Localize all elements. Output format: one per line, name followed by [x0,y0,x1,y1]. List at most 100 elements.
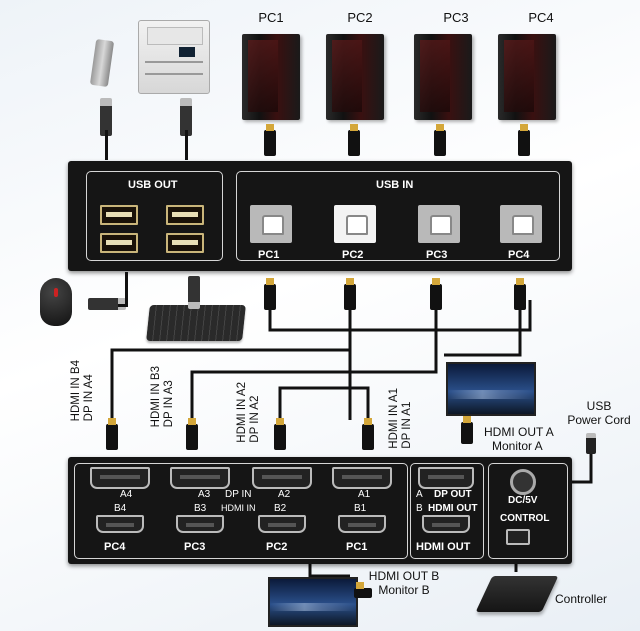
dp-out-label: DP OUT [434,489,472,500]
hdmi-plug-icon [348,124,360,156]
pc2-tower-icon [326,34,384,120]
pc2-label: PC2 [347,10,373,25]
usb-cable [105,130,108,160]
cable-line [308,560,350,578]
port-label: B3 [194,503,207,514]
hdmi-plug-icon [518,124,530,156]
pc1-label: PC1 [258,10,284,25]
usb-cable [185,130,188,160]
power-label: DC/5V [508,495,538,506]
hdmi-in-label: HDMI IN [221,503,256,513]
hdmi-plug-icon [264,124,276,156]
port-label: A2 [278,489,291,500]
usb-out-title: USB OUT [128,179,178,191]
usb-in-port-label: PC4 [508,249,530,261]
hdmi-in-b2-port [258,515,306,533]
power-control-section [488,463,568,559]
usb-cable [118,304,128,307]
hdmi-plug-icon [434,124,446,156]
pc4-port-group-label: PC4 [104,541,126,553]
dp-in-a3-port [170,467,230,489]
power-jack-icon [510,469,536,495]
usb-in-port-label: PC1 [258,249,280,261]
usb-in-section [236,171,560,261]
cable-line [190,300,438,420]
out-b-label: B [416,503,423,514]
hdmi-out-a-label: HDMI OUT A Monitor A [484,425,554,453]
hdmi-plug-icon [514,278,526,310]
hdmi-out-section-label: HDMI OUT [416,541,471,553]
dp-in-a2-port [252,467,312,489]
hdmi-plug-icon [430,278,442,310]
dp-in-a4-port [90,467,150,489]
usb-b-port [334,205,376,243]
pc1-port-group-label: PC1 [346,541,368,553]
hdmi-plug-icon [362,418,374,450]
cable-line [444,300,522,357]
printer-icon [138,20,210,94]
hdmi-out-port-label: HDMI OUT [428,503,478,514]
control-label: CONTROL [500,513,550,524]
hdmi-plug-icon [461,416,473,444]
usb-a-port [100,205,138,225]
usb-switch-panel: USB OUT USB IN PC1 PC2 PC3 PC4 [68,161,572,271]
dp-in-label: DP IN [225,489,252,500]
dp-out-port [418,467,474,489]
usb-a-port [166,205,204,225]
cable-line [268,300,532,332]
hdmi-plug-icon [354,582,372,598]
port-label: B4 [114,503,127,514]
pc-inputs-section [74,463,408,559]
kvm-switch-panel: A4 A3 DP IN A2 A1 B4 B3 HDMI IN B2 B1 PC… [68,457,572,564]
port-label: A3 [198,489,211,500]
hdmi-plug-icon [186,418,198,450]
usb-a-port [100,233,138,253]
controller-label: Controller [555,592,608,606]
port-label: B1 [354,503,367,514]
monitor-b-icon [268,577,358,627]
hdmi-plug-icon [264,278,276,310]
usb-b-port [250,205,292,243]
pc3-port-group-label: PC3 [184,541,206,553]
pc3-label: PC3 [443,10,469,25]
usb-out-section [86,171,223,261]
dp-in-a1-port [332,467,392,489]
usb-in-title: USB IN [376,179,414,191]
pc4-tower-icon [498,34,556,120]
hdmi-plug-icon [344,278,356,310]
usb-in-port-label: PC2 [342,249,364,261]
usb-b-port [418,205,460,243]
usb-plug-icon [100,98,112,136]
pc1-tower-icon [242,34,300,120]
pc4-label: PC4 [528,10,554,25]
hdmi-in-b4-port [96,515,144,533]
hdmi-in-b1-port [338,515,386,533]
pc2-port-group-label: PC2 [266,541,288,553]
monitor-a-icon [446,362,536,416]
port-label: A1 [358,489,371,500]
hdmi-plug-icon [274,418,286,450]
hdmi-plug-icon [106,418,118,450]
usb-b-port [500,205,542,243]
usb-in-port-label: PC3 [426,249,448,261]
out-a-label: A [416,489,423,500]
pc3-tower-icon [414,34,472,120]
hdmi-in-b3-port [176,515,224,533]
usb-cable [125,272,128,306]
control-port [506,529,530,545]
usb-plug-icon [188,276,200,309]
outputs-section [410,463,484,559]
mouse-icon [40,278,72,326]
port-label: B2 [274,503,287,514]
cable-line [110,348,350,420]
usb-power-plug-icon [586,433,596,454]
usb-a-port [166,233,204,253]
port-label: A4 [120,489,133,500]
hdmi-out-port [422,515,470,533]
